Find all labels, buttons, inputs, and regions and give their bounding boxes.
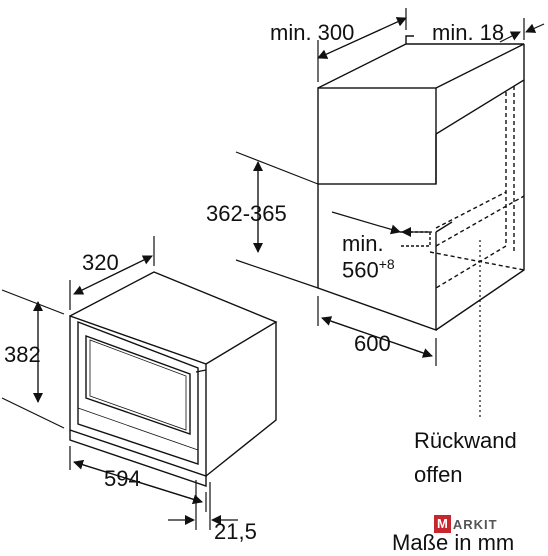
door-window xyxy=(85,334,191,435)
label-niche-height: 362-365 xyxy=(206,201,287,226)
niche-width-value: 560 xyxy=(342,257,379,283)
cabinet-dimensions xyxy=(235,8,545,366)
cabinet-front xyxy=(317,87,437,185)
label-niche-depth: 600 xyxy=(354,331,391,356)
label-niche-width: 560+8 xyxy=(342,257,395,281)
watermark-box: M xyxy=(434,515,451,533)
label-cabinet-depth: min. 300 xyxy=(270,20,355,45)
label-appliance-depth: 320 xyxy=(82,250,119,275)
label-niche-width-prefix: min. xyxy=(342,231,384,256)
wall-cabinet xyxy=(317,35,525,420)
label-appliance-height: 382 xyxy=(4,342,41,367)
microwave-appliance xyxy=(69,271,278,487)
label-back-wall-open: offen xyxy=(414,462,463,487)
niche-side xyxy=(317,184,437,331)
niche-width-tolerance: +8 xyxy=(378,256,395,272)
appliance-dimensions xyxy=(1,236,238,530)
label-cabinet-gap: min. 18 xyxy=(432,20,505,45)
label-appliance-width: 594 xyxy=(104,466,141,491)
label-back-wall: Rückwand xyxy=(414,428,517,453)
label-front-overhang: 21,5 xyxy=(214,519,257,544)
units-note: Maße in mm xyxy=(392,530,515,555)
watermark-logo: M ARKIT xyxy=(434,515,498,533)
cabinet-top xyxy=(317,43,525,89)
watermark-text: ARKIT xyxy=(452,516,498,532)
